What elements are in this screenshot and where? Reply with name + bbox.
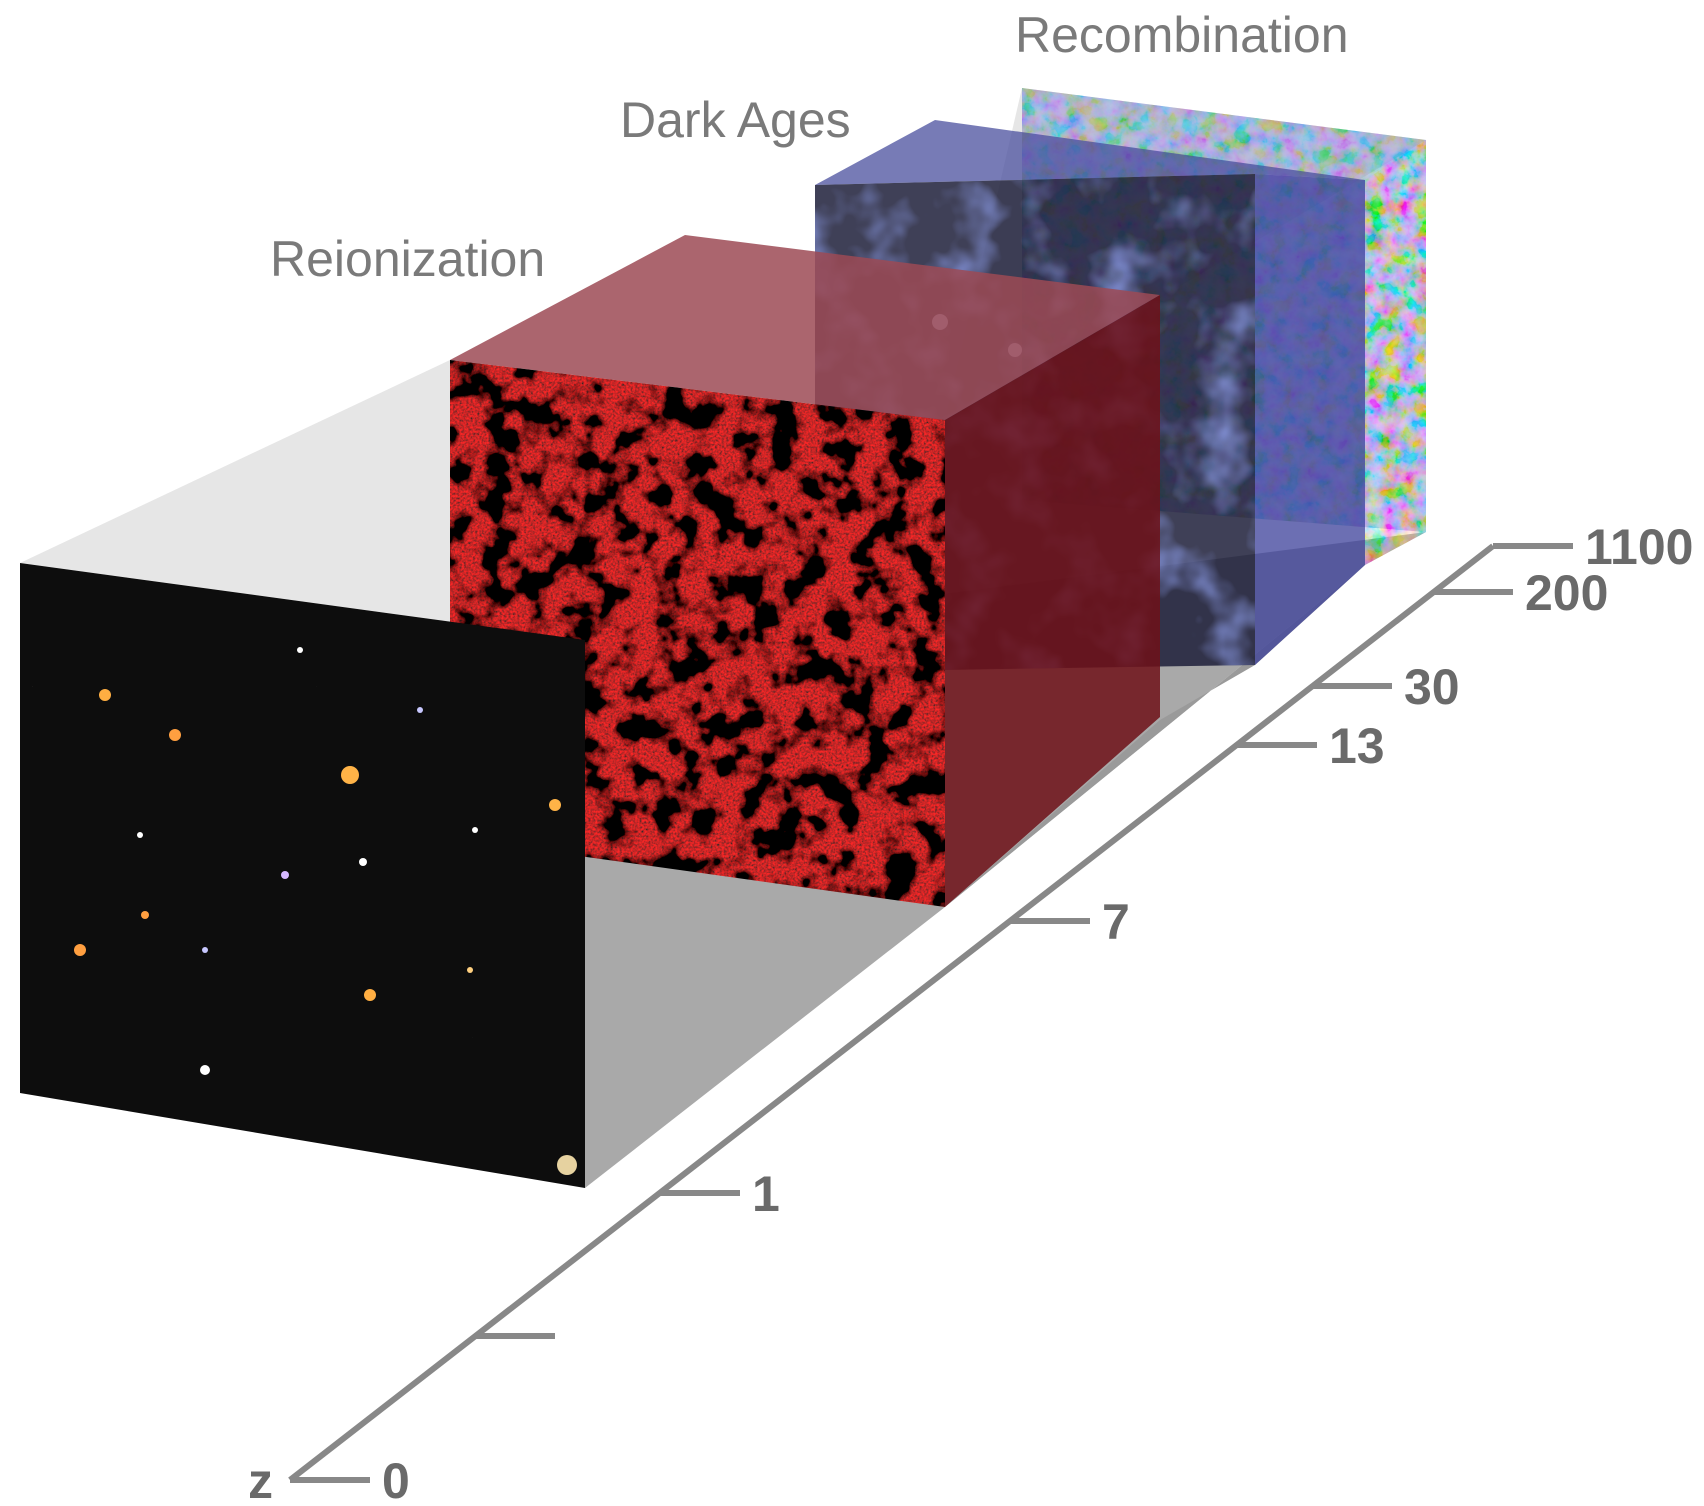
- axis-name: z: [248, 1453, 273, 1506]
- redshift-axis: [288, 543, 1495, 1483]
- label-reionization: Reionization: [270, 231, 545, 287]
- axis-tick-label: 7: [1102, 894, 1130, 950]
- axis-tick-label: 13: [1329, 718, 1385, 774]
- galaxy-bright-sources: [74, 647, 577, 1175]
- dark-ages-top-face: [815, 120, 1365, 185]
- axis-tick-label: 200: [1525, 565, 1608, 621]
- axis-tick-label: 0: [382, 1453, 410, 1506]
- dark-ages-side-face: [1255, 174, 1365, 665]
- hubble-deep-field-image: [20, 563, 585, 1188]
- label-dark-ages: Dark Ages: [620, 92, 851, 148]
- axis-line: [288, 543, 1495, 1483]
- galaxy-panel: [20, 563, 585, 1188]
- axis-tick-label: 1100: [1585, 519, 1693, 575]
- reionization-side-face: [945, 295, 1160, 907]
- reionization-top-face: [450, 235, 1160, 420]
- label-recombination: Recombination: [1015, 7, 1349, 63]
- axis-tick-label: 30: [1404, 659, 1460, 715]
- axis-tick-label: 1: [752, 1166, 780, 1222]
